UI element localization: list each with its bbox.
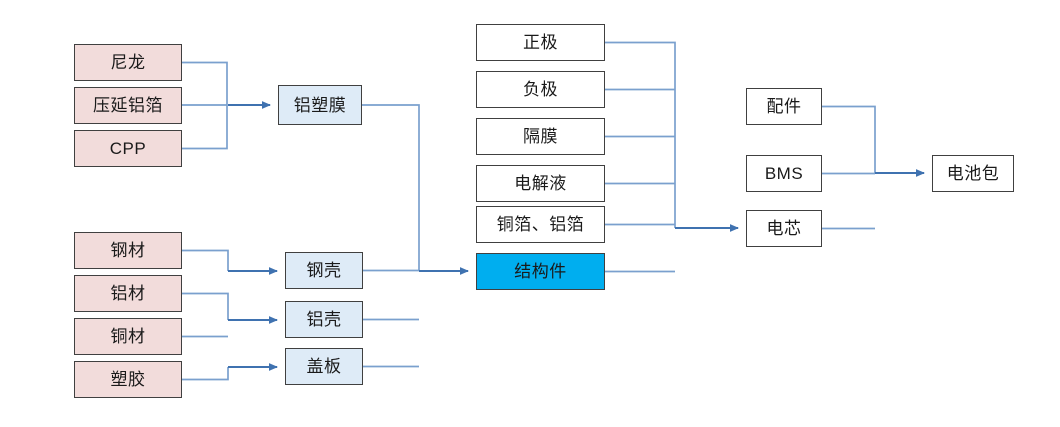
node-anode[interactable]: 负极 [476, 71, 605, 108]
node-cell[interactable]: 电芯 [746, 210, 822, 247]
node-rolled-aluminum-foil[interactable]: 压延铝箔 [74, 87, 182, 124]
node-battery-pack[interactable]: 电池包 [932, 155, 1014, 192]
node-copper[interactable]: 铜材 [74, 318, 182, 355]
node-nylon[interactable]: 尼龙 [74, 44, 182, 81]
node-bms[interactable]: BMS [746, 155, 822, 192]
node-electrolyte[interactable]: 电解液 [476, 165, 605, 202]
node-separator[interactable]: 隔膜 [476, 118, 605, 155]
node-steel-shell[interactable]: 钢壳 [285, 252, 363, 289]
node-accessories[interactable]: 配件 [746, 88, 822, 125]
node-steel[interactable]: 钢材 [74, 232, 182, 269]
node-aluminum-shell[interactable]: 铝壳 [285, 301, 363, 338]
node-cathode[interactable]: 正极 [476, 24, 605, 61]
node-plastic[interactable]: 塑胶 [74, 361, 182, 398]
node-al-plastic-film[interactable]: 铝塑膜 [278, 85, 362, 125]
node-aluminum[interactable]: 铝材 [74, 275, 182, 312]
node-structural-parts[interactable]: 结构件 [476, 253, 605, 290]
node-cover-plate[interactable]: 盖板 [285, 348, 363, 385]
node-copper-aluminum-foil[interactable]: 铜箔、铝箔 [476, 206, 605, 243]
node-cpp[interactable]: CPP [74, 130, 182, 167]
